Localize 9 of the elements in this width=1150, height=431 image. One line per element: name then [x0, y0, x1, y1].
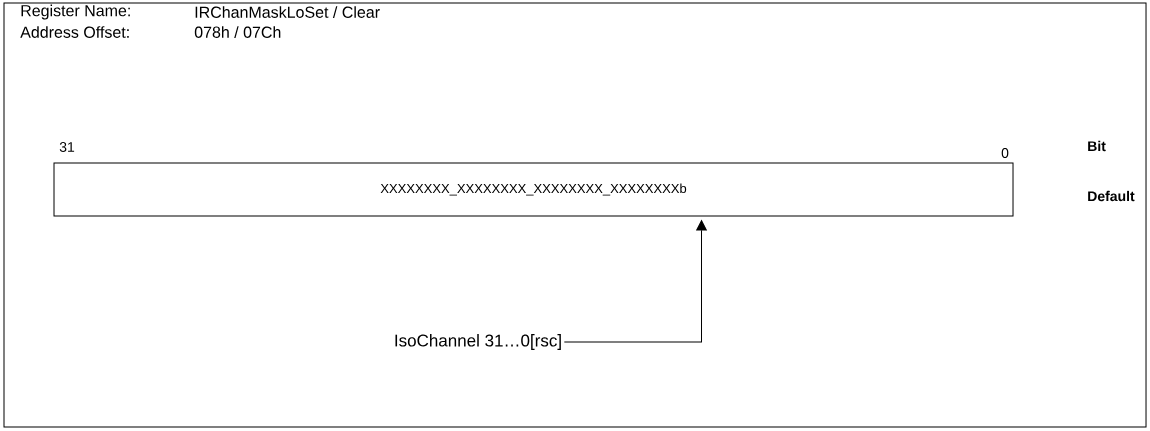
- register-name: IRChanMaskLoSet / Clear: [195, 6, 380, 18]
- address-offset: 078h / 07Ch: [194, 26, 281, 38]
- label: Register Name:: [21, 4, 130, 20]
- register-box: XXXXXXXX_XXXXXXXX_XXXXXXXX_XXXXXXXXb: [53, 162, 1014, 217]
- field-label: IsoChannel 31…0[rsc]: [395, 334, 561, 350]
- label: Address Offset:: [20, 26, 129, 38]
- leader-line: [563, 220, 707, 343]
- row-label: Default: [1088, 190, 1135, 202]
- row-label: Bit: [1088, 140, 1106, 152]
